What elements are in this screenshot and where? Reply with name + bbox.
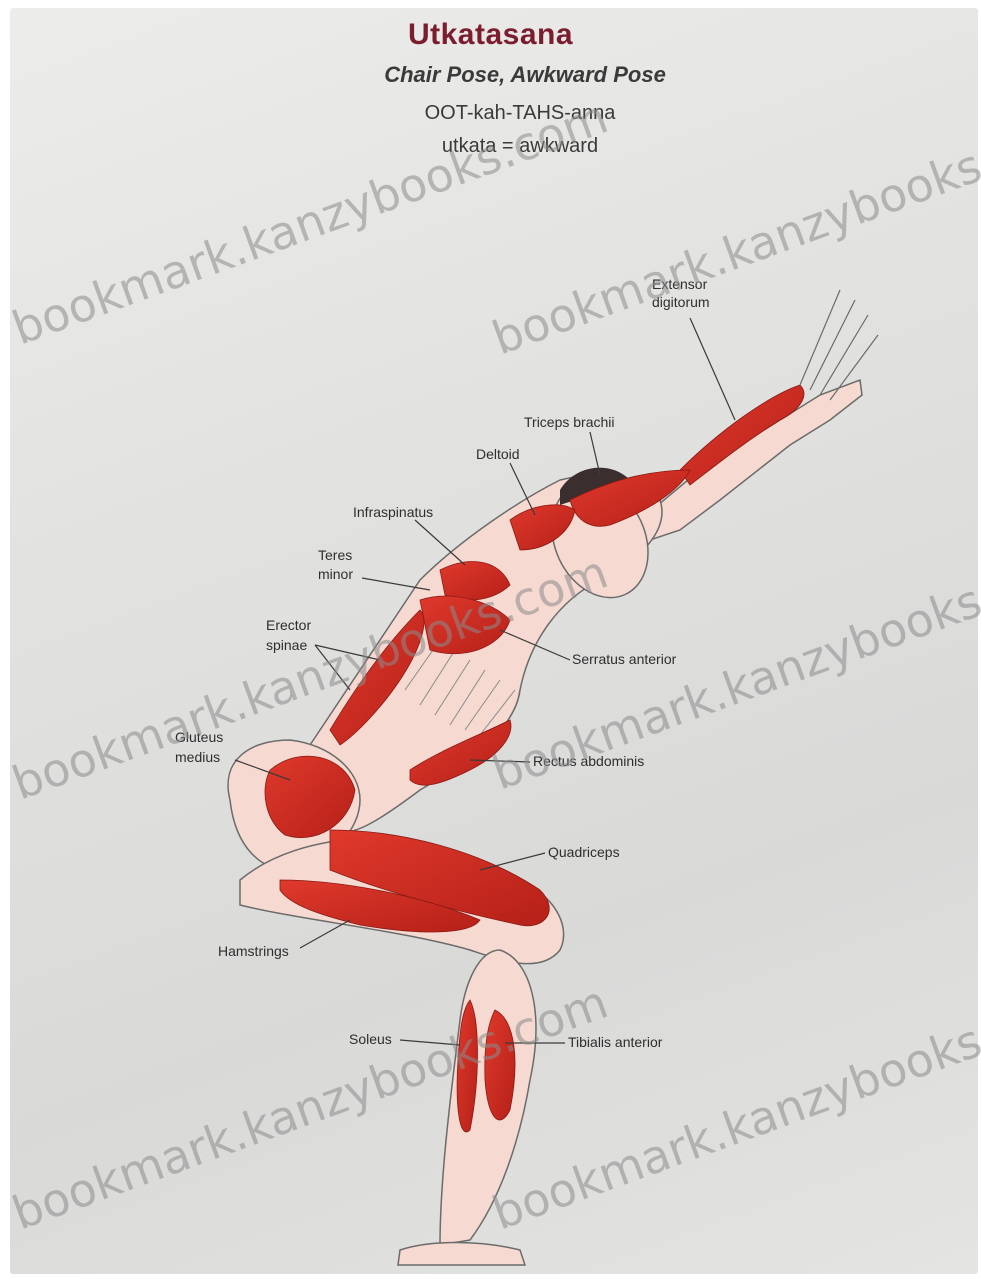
label-serratus: Serratus anterior: [572, 651, 677, 667]
label-triceps: Triceps brachii: [524, 414, 615, 430]
label-hamstrings: Hamstrings: [218, 943, 289, 959]
label-infraspinatus: Infraspinatus: [353, 504, 433, 520]
label-quadriceps: Quadriceps: [548, 844, 620, 860]
hand: [800, 290, 878, 400]
label-erector-line1: Erector: [266, 617, 311, 633]
label-teres-line2: minor: [318, 566, 353, 582]
label-erector-line2: spinae: [266, 637, 307, 653]
label-deltoid: Deltoid: [476, 446, 520, 462]
label-teres-line1: Teres: [318, 547, 352, 563]
label-soleus: Soleus: [349, 1031, 392, 1047]
